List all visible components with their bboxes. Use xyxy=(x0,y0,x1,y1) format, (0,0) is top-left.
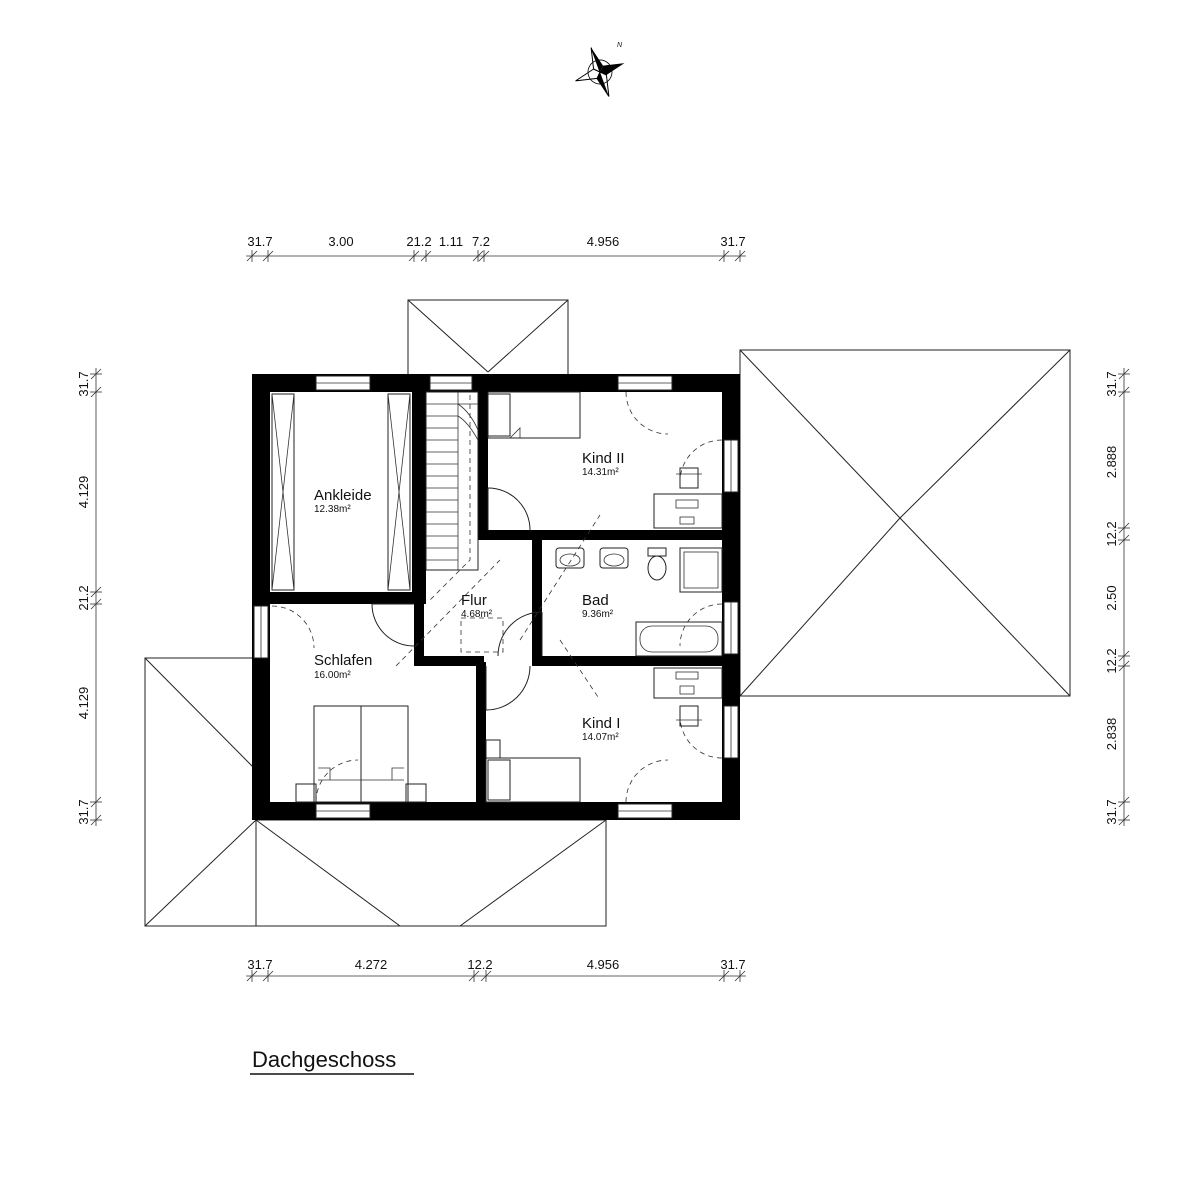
dim-right-label: 2.50 xyxy=(1104,585,1119,610)
wardrobe-right xyxy=(387,393,411,591)
bathroom-fixtures xyxy=(555,547,723,657)
dimension-line-top: 31.7 3.00 21.2 1.11 7.2 4.956 31.7 xyxy=(246,234,746,262)
room-area-ankleide: 12.38m² xyxy=(314,504,351,515)
windows xyxy=(253,375,739,819)
dim-top-label: 3.00 xyxy=(328,234,353,249)
dim-top-label: 21.2 xyxy=(406,234,431,249)
dim-right-label: 2.888 xyxy=(1104,446,1119,479)
doors xyxy=(271,391,723,803)
dim-bottom-label: 31.7 xyxy=(720,957,745,972)
dim-bottom-label: 4.956 xyxy=(587,957,620,972)
room-area-flur: 4.68m² xyxy=(461,609,493,620)
roof-bottom xyxy=(160,819,607,927)
roof-slope-line xyxy=(395,559,501,667)
room-name-kind1: Kind I xyxy=(582,715,620,732)
dim-top-label: 31.7 xyxy=(720,234,745,249)
dim-top-label: 1.11 xyxy=(439,234,463,249)
desk-kind1 xyxy=(653,667,723,727)
dim-top-label: 31.7 xyxy=(247,234,272,249)
bed-kind2 xyxy=(487,391,581,439)
plan-title: Dachgeschoss xyxy=(252,1047,396,1072)
dim-bottom-label: 12.2 xyxy=(467,957,492,972)
desk-kind2 xyxy=(653,467,723,529)
dim-left-label: 31.7 xyxy=(76,799,91,824)
dim-bottom-label: 4.272 xyxy=(355,957,388,972)
dim-left-label: 4.129 xyxy=(76,476,91,509)
compass-rose-icon xyxy=(575,47,625,97)
room-area-schlafen: 16.00m² xyxy=(314,670,351,681)
dim-right-label: 2.838 xyxy=(1104,718,1119,751)
double-bed xyxy=(295,705,427,803)
wardrobe-left xyxy=(271,393,295,591)
compass-north-label: N xyxy=(617,42,623,49)
room-area-kind1: 14.07m² xyxy=(582,732,619,743)
roof-top xyxy=(407,299,569,377)
roof-slope-line xyxy=(559,639,601,701)
roof-right xyxy=(739,349,1071,697)
bed-kind1 xyxy=(485,739,581,803)
roof-left xyxy=(144,657,261,927)
dim-top-label: 7.2 xyxy=(472,234,490,249)
dim-right-label: 31.7 xyxy=(1104,371,1119,396)
light-switch-icon xyxy=(390,595,394,599)
dim-bottom-label: 31.7 xyxy=(247,957,272,972)
dim-top-label: 4.956 xyxy=(587,234,620,249)
dim-left-label: 4.129 xyxy=(76,687,91,720)
room-name-ankleide: Ankleide xyxy=(314,487,372,504)
dim-right-label: 31.7 xyxy=(1104,799,1119,824)
dim-right-label: 12.2 xyxy=(1104,648,1119,673)
room-name-bad: Bad xyxy=(582,592,609,609)
room-name-kind2: Kind II xyxy=(582,450,625,467)
room-name-flur: Flur xyxy=(461,592,487,609)
dim-right-label: 12.2 xyxy=(1104,521,1119,546)
room-area-bad: 9.36m² xyxy=(582,609,614,620)
dimension-line-bottom: 31.7 4.272 12.2 4.956 31.7 xyxy=(246,957,746,982)
room-name-schlafen: Schlafen xyxy=(314,652,372,669)
staircase xyxy=(425,391,479,601)
dimension-line-right: 31.7 2.888 12.2 2.50 12.2 2.838 31.7 xyxy=(1104,368,1130,826)
room-area-kind2: 14.31m² xyxy=(582,467,619,478)
dimension-line-left: 31.7 4.129 21.2 4.129 31.7 xyxy=(76,368,102,826)
dim-left-label: 31.7 xyxy=(76,371,91,396)
roof-slope-line xyxy=(519,514,601,641)
interior-walls xyxy=(252,374,740,820)
light-switch-icon xyxy=(398,595,402,599)
dim-left-label: 21.2 xyxy=(76,585,91,610)
